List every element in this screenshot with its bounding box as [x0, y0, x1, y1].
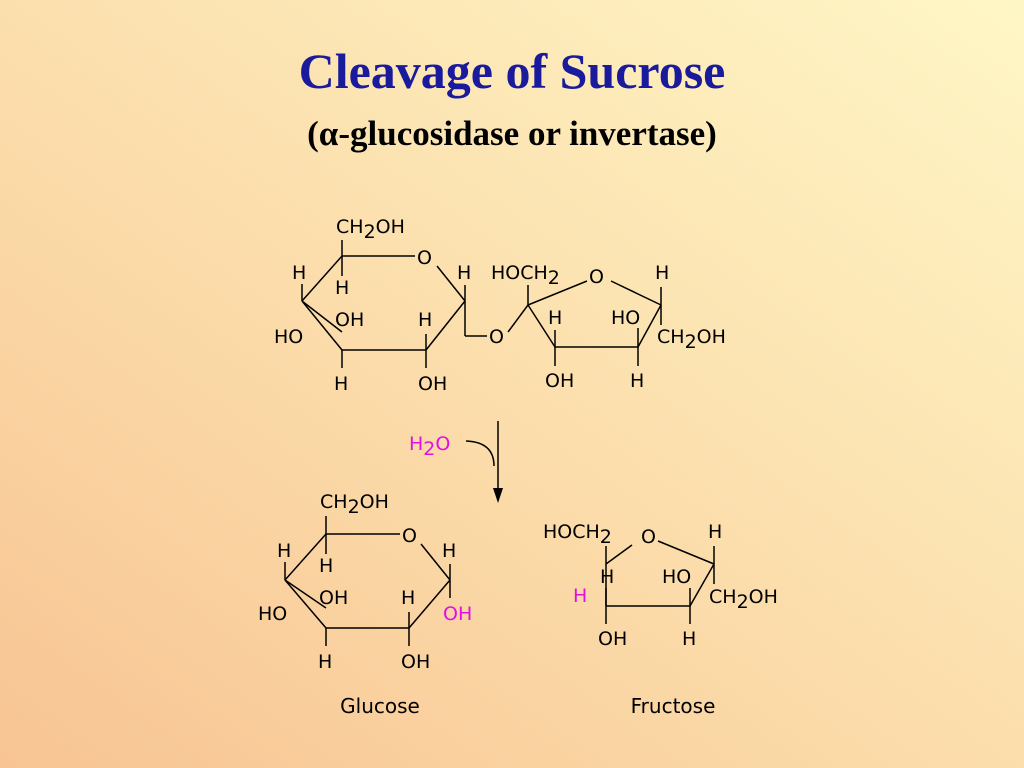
glucose-new-oh-label: OH	[443, 603, 472, 625]
sucrose-h-label: H	[548, 307, 562, 329]
sucrose-h-label: H	[457, 262, 471, 284]
sucrose-ho-label: HO	[611, 307, 640, 329]
fructose-ho-label: HO	[662, 566, 691, 588]
fructose-caption: Fructose	[631, 694, 716, 718]
fructose-h-label: H	[708, 521, 722, 543]
fructose-ring-oxygen: O	[641, 526, 656, 548]
glucose-h-label: H	[318, 651, 332, 673]
glucose-caption: Glucose	[340, 694, 420, 718]
slide-title: Cleavage of Sucrose	[298, 43, 726, 99]
glucose-h-label: H	[442, 540, 456, 562]
sucrose-h-label: H	[418, 309, 432, 331]
glucose-ring-oxygen: O	[402, 525, 417, 547]
glucose-h-label: H	[401, 587, 415, 609]
fructose-c1-label: HOCH2	[543, 521, 612, 548]
sucrose-h-label: H	[655, 262, 669, 284]
arrow-head	[493, 488, 503, 503]
sucrose-ring-oxygen-1: O	[417, 247, 432, 269]
sucrose-c6-label: CH2OH	[336, 216, 405, 243]
fructose-c6-label: CH2OH	[709, 586, 778, 613]
sucrose-h-label: H	[335, 277, 349, 299]
sucrose-ring-oxygen-2: O	[589, 266, 604, 288]
glucose-oh-label: OH	[319, 587, 348, 609]
sucrose-h-label: H	[630, 370, 644, 392]
glucose-h-label: H	[319, 555, 333, 577]
fructose-ring-bonds	[605, 540, 715, 624]
sucrose-h-label: H	[292, 262, 306, 284]
sucrose-molecule: CH2OH O H H H OH H HO H OH O HOCH2 O H H…	[274, 216, 726, 395]
glucose-h-label: H	[277, 540, 291, 562]
sucrose-fructose-ring-bonds	[527, 280, 662, 366]
sucrose-ho-label: HO	[274, 326, 303, 348]
water-reagent-label: H2O	[409, 433, 450, 460]
sucrose-oh-label: OH	[545, 370, 574, 392]
fructose-h-label: H	[600, 566, 614, 588]
fructose-oh-label: OH	[598, 628, 627, 650]
sucrose-h-label: H	[334, 373, 348, 395]
glucose-oh-label: OH	[401, 651, 430, 673]
glycosidic-bond	[464, 301, 529, 337]
glucose-c6-label: CH2OH	[320, 491, 389, 518]
sucrose-bridge-oxygen: O	[489, 326, 504, 348]
glucose-ho-label: HO	[258, 603, 287, 625]
slide-subtitle: (α-glucosidase or invertase)	[307, 114, 717, 153]
glucose-ring-bonds	[284, 516, 451, 646]
fructose-new-h-label: H	[573, 585, 587, 607]
reaction-arrow: H2O	[409, 421, 503, 503]
reagent-curve	[465, 440, 495, 467]
fructose-molecule: HOCH2 O H H HO H CH2OH OH H Fructose	[543, 521, 778, 718]
sucrose-c6-label: CH2OH	[657, 326, 726, 353]
sucrose-oh-label: OH	[418, 373, 447, 395]
glucose-molecule: CH2OH O H H H OH H HO OH H OH Glucose	[258, 491, 472, 718]
sucrose-c1-label: HOCH2	[491, 262, 560, 289]
sucrose-oh-label: OH	[335, 309, 364, 331]
fructose-h-label: H	[682, 628, 696, 650]
sucrose-glucose-ring-bonds	[301, 240, 466, 368]
